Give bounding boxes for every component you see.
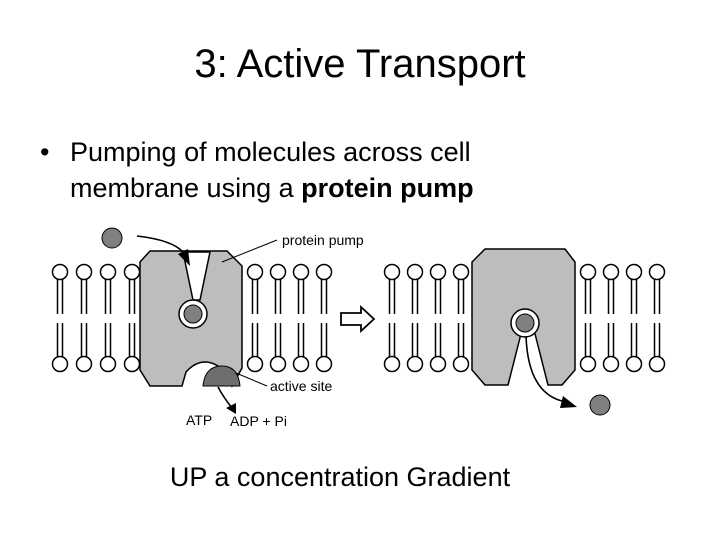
phospholipid: [429, 263, 447, 373]
lipid-head: [99, 355, 117, 373]
lipid-head: [406, 263, 424, 281]
hollow-right-arrow-icon: [340, 304, 376, 334]
atp-label: ATP: [186, 412, 212, 428]
lipid-head: [406, 355, 424, 373]
lipid-head: [429, 355, 447, 373]
adp-pi-label: ADP + Pi: [230, 413, 287, 429]
lipid-head: [75, 263, 93, 281]
lipid-head: [246, 263, 264, 281]
lipid-head: [452, 355, 470, 373]
slide-title: 3: Active Transport: [194, 42, 526, 86]
bullet-marker: •: [40, 137, 50, 167]
phospholipid: [292, 263, 310, 373]
lipid-head: [51, 355, 69, 373]
lipid-head: [579, 355, 597, 373]
arrowhead-icon: [226, 403, 236, 414]
phospholipid: [625, 263, 643, 373]
released-molecule-pocket: [515, 313, 535, 333]
phospholipid: [452, 263, 470, 373]
lipid-head: [75, 355, 93, 373]
lipid-head: [99, 263, 117, 281]
lipid-head: [648, 263, 666, 281]
bullet-text-plain: Pumping of molecules across cell membran…: [70, 137, 471, 203]
lipid-head: [429, 263, 447, 281]
lipid-head: [452, 263, 470, 281]
phospholipid: [315, 263, 333, 373]
protein-pump-leader-line: [221, 239, 278, 263]
lipid-bilayer: [51, 263, 666, 373]
phospholipid: [383, 263, 401, 373]
phospholipid: [406, 263, 424, 373]
lipid-head: [648, 355, 666, 373]
bullet-point: • Pumping of molecules across cell membr…: [40, 134, 600, 206]
lipid-head: [315, 263, 333, 281]
lipid-head: [579, 263, 597, 281]
lipid-head: [269, 263, 287, 281]
concentration-gradient-caption: UP a concentration Gradient: [169, 462, 511, 492]
released-molecule: [589, 394, 611, 416]
phospholipid: [99, 263, 117, 373]
molecule-exit-arrow: [525, 335, 563, 402]
bullet-text-bold: protein pump: [301, 173, 474, 203]
protein-pump-label: protein pump: [282, 232, 364, 248]
phospholipid: [269, 263, 287, 373]
phospholipid: [123, 263, 141, 373]
protein-pump-open-inside: [471, 248, 576, 386]
phospholipid: [51, 263, 69, 373]
phospholipid: [602, 263, 620, 373]
lipid-head: [123, 263, 141, 281]
lipid-head: [315, 355, 333, 373]
lipid-head: [246, 355, 264, 373]
atp-curved-arrow: [217, 386, 233, 409]
lipid-head: [269, 355, 287, 373]
active-site-leader-line: [235, 372, 268, 387]
molecule-entry-arrow: [136, 235, 184, 253]
lipid-head: [51, 263, 69, 281]
lipid-head: [625, 263, 643, 281]
arrowhead-icon: [560, 396, 577, 408]
lipid-head: [292, 355, 310, 373]
arrowhead-icon: [178, 249, 190, 266]
phospholipid: [75, 263, 93, 373]
bullet-text: Pumping of molecules across cell membran…: [40, 134, 600, 206]
phospholipid: [648, 263, 666, 373]
lipid-head: [383, 355, 401, 373]
active-site-shape: [202, 365, 241, 387]
lipid-head: [602, 355, 620, 373]
lipid-head: [602, 263, 620, 281]
lipid-head: [292, 263, 310, 281]
phospholipid: [246, 263, 264, 373]
transported-molecule: [183, 304, 203, 324]
phospholipid: [579, 263, 597, 373]
lipid-head: [625, 355, 643, 373]
protein-pump-open-outside: [139, 250, 243, 388]
active-site-label: active site: [270, 378, 332, 394]
lipid-head: [123, 355, 141, 373]
lipid-head: [383, 263, 401, 281]
incoming-molecule: [101, 227, 123, 249]
